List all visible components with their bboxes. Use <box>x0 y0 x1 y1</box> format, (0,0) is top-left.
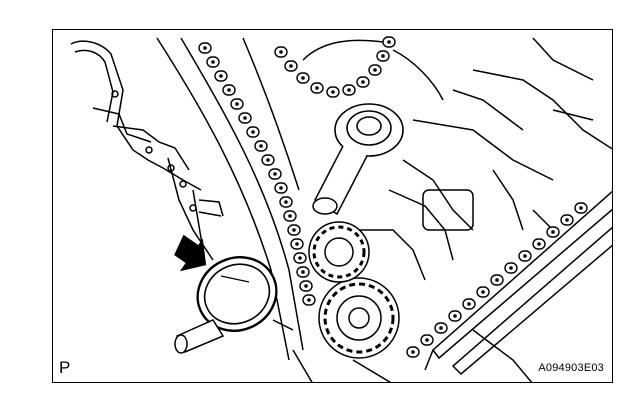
seal-ring <box>196 256 278 332</box>
intermediate-sprocket <box>308 221 370 283</box>
timing-chain-top <box>274 36 396 98</box>
engine-block-right <box>302 37 612 281</box>
figure-code: A094903E03 <box>538 362 604 374</box>
idler-shaft <box>312 145 368 216</box>
pointer-arrow <box>174 234 207 272</box>
view-letter: P <box>59 358 71 377</box>
timing-chain-right <box>406 202 588 358</box>
cover-outline <box>70 40 224 261</box>
timing-chain-drawing <box>70 36 612 382</box>
crank-shaft <box>174 319 225 354</box>
idler-sprocket <box>334 103 404 157</box>
chain-guide <box>156 37 304 361</box>
engine-block-bottom <box>272 319 533 382</box>
tensioner-rail <box>424 190 612 376</box>
illustration-frame: P A094903E03 <box>52 29 613 383</box>
crank-sprocket <box>318 277 400 359</box>
